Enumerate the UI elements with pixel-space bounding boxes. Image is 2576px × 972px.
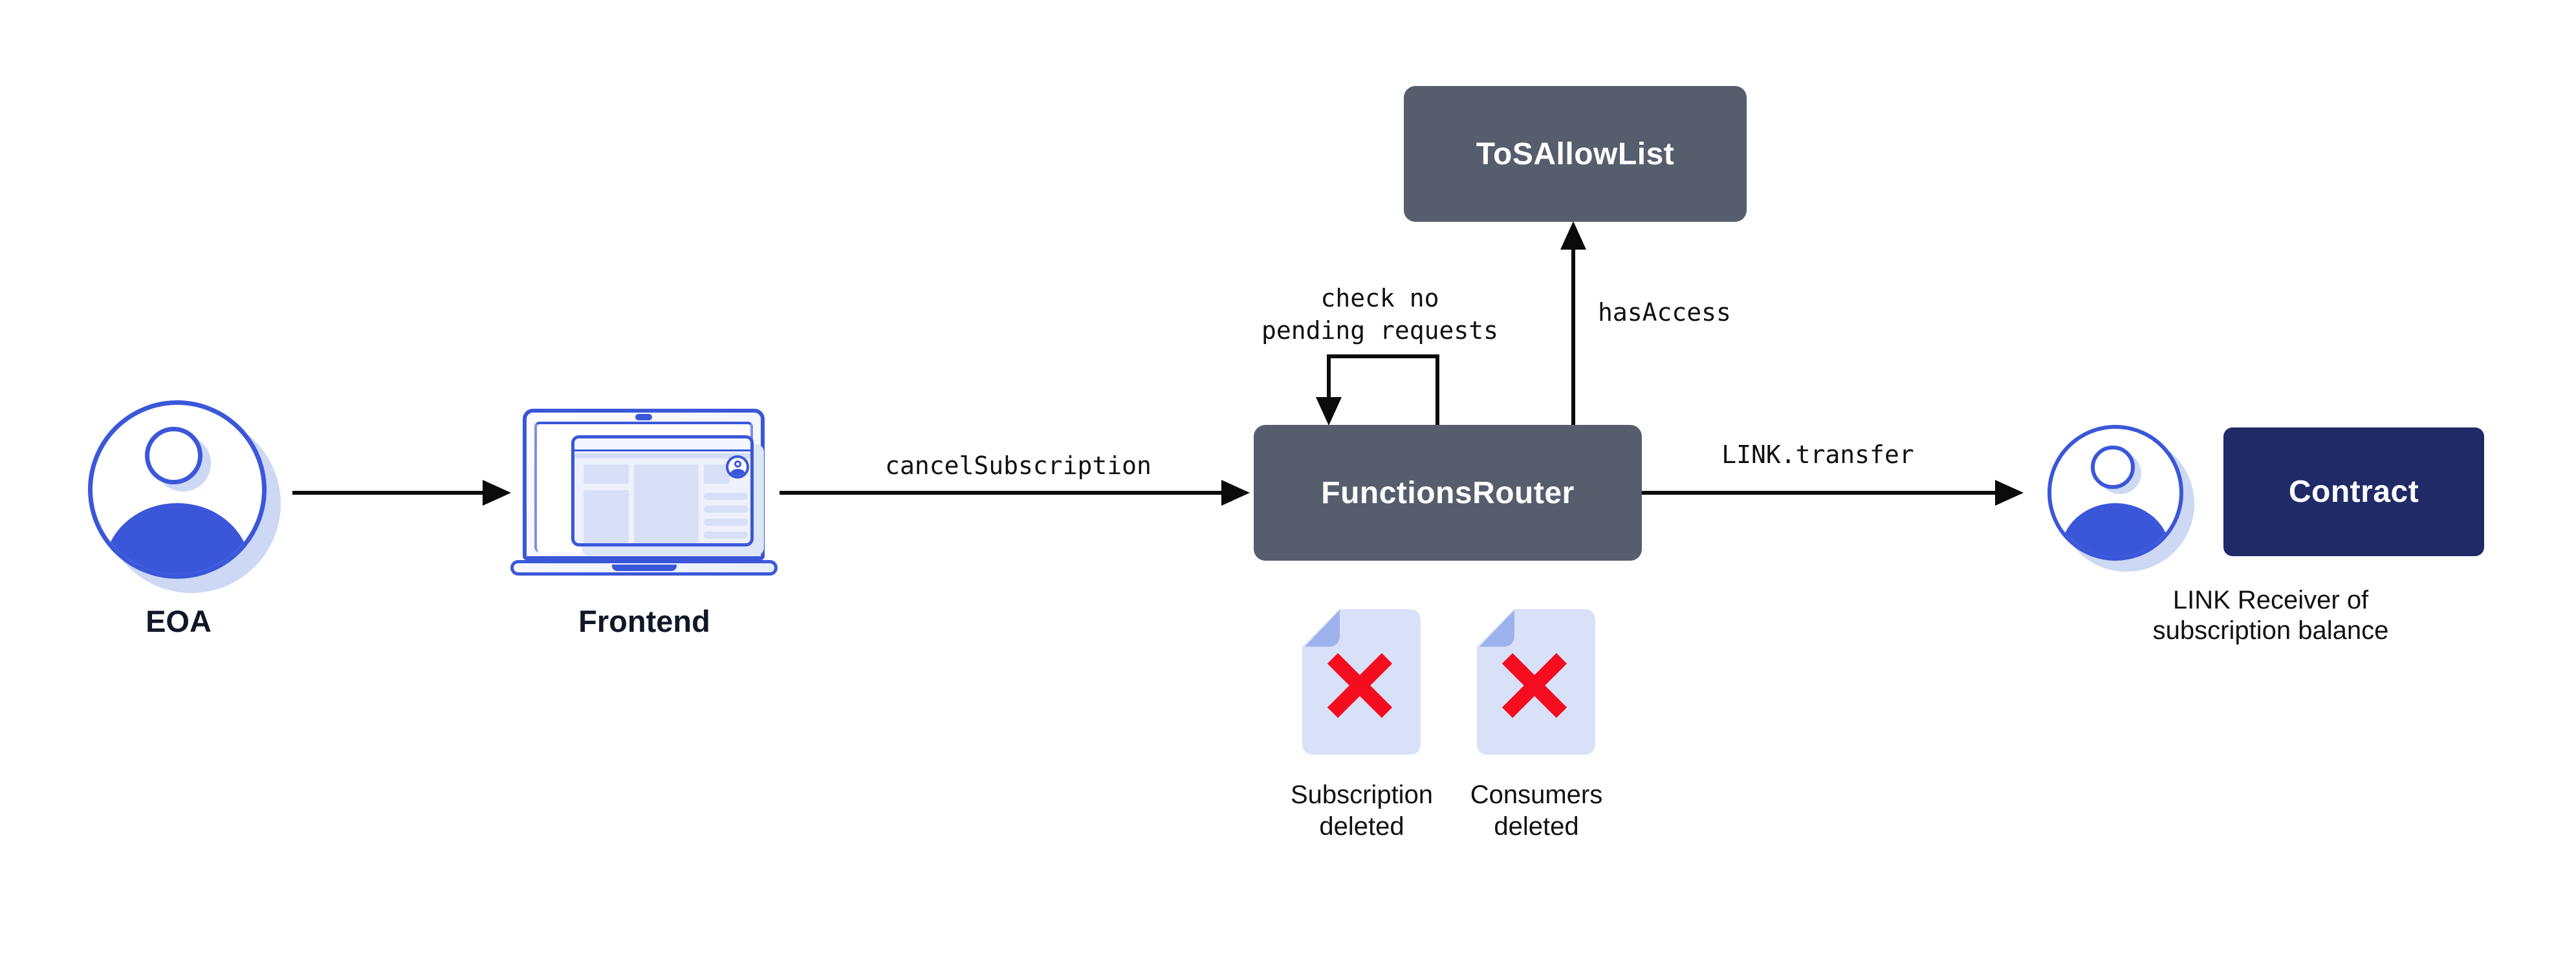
link-receiver-caption: LINK Receiver of subscription balance	[2077, 585, 2465, 646]
edge-router-to-receiver-line	[1642, 491, 1996, 495]
frontend-label: Frontend	[578, 604, 710, 638]
avatar-body	[104, 502, 250, 574]
contract-node: Contract	[2223, 427, 2484, 556]
browser-content-block	[584, 464, 629, 484]
laptop-notch	[611, 565, 677, 571]
functions-router-node: FunctionsRouter	[1254, 425, 1642, 561]
link-receiver-caption-line2: subscription balance	[2152, 616, 2389, 645]
laptop-screen	[523, 409, 765, 560]
edge-eoa-to-frontend-arrowhead-icon	[483, 480, 511, 506]
browser-titlebar	[574, 438, 750, 451]
browser-content-block	[704, 464, 730, 484]
avatar-circle	[88, 400, 267, 579]
edge-eoa-to-frontend-line	[292, 491, 484, 495]
subscription-deleted-label: Subscription deleted	[1265, 779, 1459, 843]
browser-content-block	[584, 490, 629, 543]
laptop-base	[510, 560, 778, 576]
link-transfer-edge-label: LINK.transfer	[1721, 440, 1914, 469]
has-access-edge-label: hasAccess	[1598, 298, 1731, 327]
consumers-deleted-line1: Consumers	[1470, 781, 1603, 809]
laptop-browser-window	[571, 435, 754, 546]
edge-frontend-to-router-line	[780, 491, 1223, 495]
subscription-deleted-line2: deleted	[1319, 812, 1404, 841]
self-loop-label: check no pending requests	[1250, 282, 1509, 347]
browser-text-line	[704, 519, 748, 526]
browser-text-line	[704, 532, 748, 539]
browser-content-block	[634, 464, 699, 543]
avatar-circle	[2047, 425, 2183, 561]
edge-frontend-to-router-arrowhead-icon	[1221, 480, 1250, 506]
avatar-body	[2060, 502, 2171, 557]
subscription-deleted-document-icon	[1302, 609, 1421, 755]
functions-router-label: FunctionsRouter	[1321, 475, 1575, 510]
self-loop-right-segment	[1435, 354, 1439, 425]
consumers-deleted-line2: deleted	[1494, 812, 1579, 841]
eoa-person-avatar-icon	[88, 400, 281, 594]
self-loop-top-segment	[1327, 354, 1439, 358]
subscription-deleted-line1: Subscription	[1290, 781, 1434, 809]
cancel-subscription-edge-label: cancelSubscription	[885, 451, 1152, 480]
edge-router-to-receiver-arrowhead-icon	[1995, 480, 2024, 506]
laptop-webcam-icon	[635, 414, 652, 420]
self-loop-left-segment	[1327, 354, 1331, 400]
self-loop-label-line2: pending requests	[1261, 316, 1499, 345]
tos-allow-list-label: ToSAllowList	[1476, 136, 1675, 171]
avatar-head	[2091, 445, 2135, 490]
browser-user-avatar-icon	[726, 455, 749, 479]
eoa-label: EOA	[146, 604, 212, 638]
contract-label: Contract	[2288, 475, 2419, 509]
link-receiver-person-avatar-icon	[2047, 425, 2194, 572]
consumers-deleted-document-icon	[1477, 609, 1595, 755]
consumers-deleted-label: Consumers deleted	[1439, 779, 1633, 843]
edge-router-to-tos-arrowhead-icon	[1560, 221, 1586, 250]
browser-toolbar-strip	[574, 453, 750, 459]
self-loop-label-line1: check no	[1320, 284, 1439, 312]
browser-text-line	[704, 506, 748, 513]
browser-text-line	[704, 493, 748, 500]
avatar-head	[145, 427, 203, 485]
link-receiver-caption-line1: LINK Receiver of	[2172, 586, 2369, 614]
edge-router-to-tos-line	[1571, 248, 1575, 425]
tos-allow-list-node: ToSAllowList	[1404, 86, 1747, 222]
self-loop-arrowhead-icon	[1316, 397, 1342, 426]
frontend-laptop-icon	[510, 406, 778, 576]
